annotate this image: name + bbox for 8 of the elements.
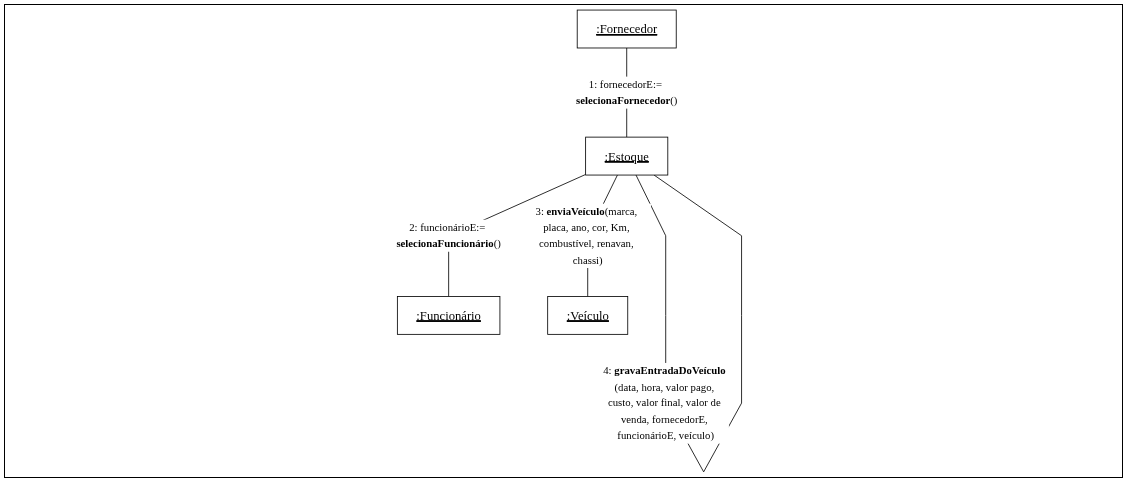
- edge-label: 4: gravaEntradaDoVeículo (data, hora, valor pago, custo, valor final, valor de venda, fornecedorE, funcionárioE, veículo): [603, 364, 726, 442]
- edge-label: 2: funcionárioE:= selecionaFuncionário(): [396, 221, 501, 250]
- node-box: :Fornecedor: [576, 9, 677, 49]
- node-box: :Funcionário: [396, 296, 501, 335]
- node-box: :Veículo: [547, 296, 629, 335]
- edge-label: 3: enviaVeículo(marca, placa, ano, cor, Km, combustível, renavan, chassi): [535, 205, 638, 266]
- edge-label: 1: fornecedorE:= selecionaFornecedor(): [575, 78, 678, 107]
- node-box: :Estoque: [585, 136, 669, 176]
